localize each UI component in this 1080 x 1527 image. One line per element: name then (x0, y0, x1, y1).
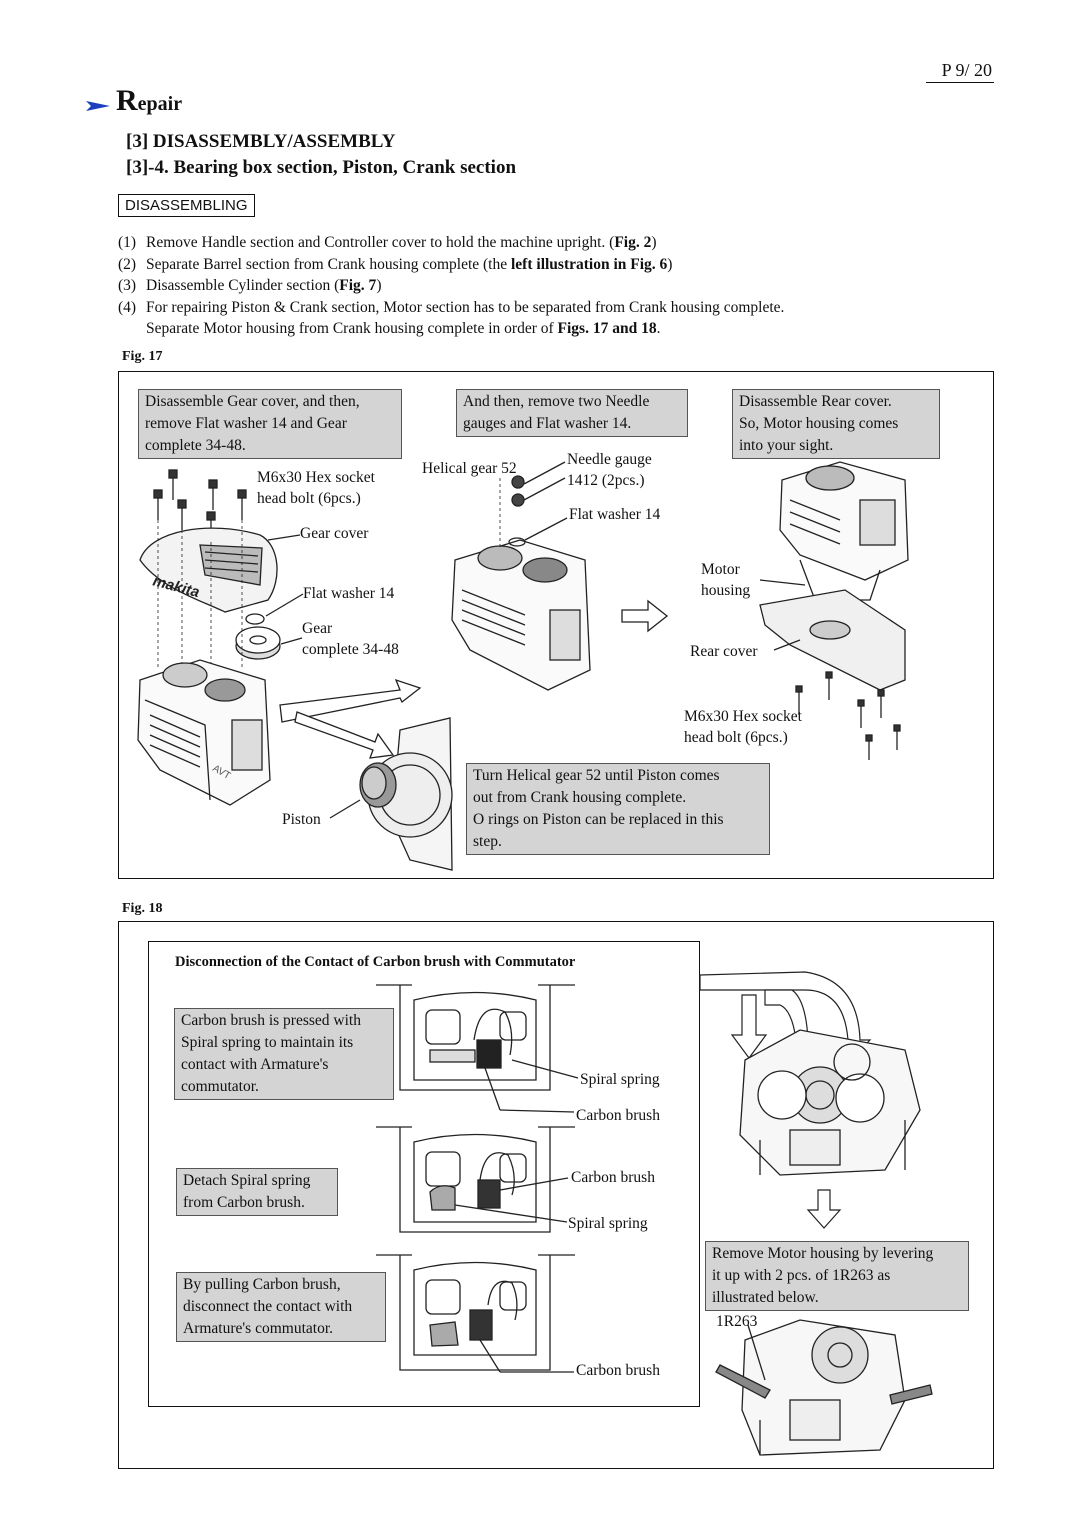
piston-closeup-icon (329, 717, 453, 871)
brush-holder-detached-icon (376, 1126, 575, 1233)
page-subtitle: [3]-4. Bearing box section, Piston, Cran… (126, 157, 517, 178)
label-flat-washer-mid: Flat washer 14 (569, 506, 661, 523)
down-arrow-icon (806, 1189, 842, 1229)
label-tool-1r263: 1R263 (716, 1313, 758, 1330)
step-item: Separate Motor housing from Crank housin… (146, 320, 661, 337)
fig17-note-gear-cover: Disassemble Gear cover, and then,remove … (138, 389, 402, 459)
step-item: (4)For repairing Piston & Crank section,… (118, 298, 785, 316)
next-step-arrow-icon (621, 599, 669, 633)
arrow-right-icon (86, 101, 110, 111)
label-spiral-spring-2: Spiral spring (568, 1215, 648, 1232)
label-gear-cover: Gear cover (300, 525, 369, 542)
fig17-frame (118, 371, 994, 879)
label-rear-cover: Rear cover (690, 643, 758, 660)
step-item: (3)Disassemble Cylinder section (Fig. 7) (118, 277, 382, 294)
fig18-subheading: Disconnection of the Contact of Carbon b… (175, 954, 576, 970)
section-heading: Repair (86, 86, 182, 119)
gear-complete-icon (235, 626, 303, 660)
process-arrows-icon (279, 678, 422, 759)
fig18-frame (118, 921, 994, 1469)
crank-housing-left-icon: AVT (137, 659, 271, 806)
page-number: P 9/ 20 (926, 60, 994, 83)
motor-housing-assembly-icon (759, 461, 909, 760)
brush-holder-pressed-icon (376, 984, 579, 1113)
motor-housing-top-icon (739, 1029, 921, 1176)
step-item: (2)Separate Barrel section from Crank ho… (118, 255, 673, 273)
section-initial: R (116, 84, 138, 117)
label-helical-gear: Helical gear 52 (422, 460, 517, 477)
label-spiral-spring-1: Spiral spring (580, 1071, 660, 1088)
flat-washer-icon (245, 613, 265, 625)
instruction-steps: (1)Remove Handle section and Controller … (118, 232, 1018, 340)
crank-housing-middle-icon (451, 461, 591, 691)
fig17-note-rear-cover: Disassemble Rear cover.So, Motor housing… (732, 389, 940, 459)
fig18-label: Fig. 18 (122, 901, 163, 916)
hex-bolts-left-icon (153, 469, 247, 542)
fig18-note-pull: By pulling Carbon brush,disconnect the c… (176, 1272, 386, 1342)
page-title: [3] DISASSEMBLY/ASSEMBLY (126, 131, 396, 152)
disassembling-tag: DISASSEMBLING (118, 194, 255, 217)
section-rest: epair (137, 93, 183, 115)
fig17-label: Fig. 17 (122, 349, 163, 364)
label-flat-washer-left: Flat washer 14 (303, 585, 395, 602)
brush-holder-pulled-icon (376, 1254, 575, 1373)
fig18-inner-frame (148, 941, 700, 1407)
label-carbon-brush-1: Carbon brush (576, 1107, 660, 1124)
label-piston: Piston (282, 811, 321, 828)
step-item: (1)Remove Handle section and Controller … (118, 234, 657, 251)
motor-housing-lever-icon (715, 1319, 933, 1456)
label-carbon-brush-3: Carbon brush (576, 1362, 660, 1379)
section-title: Repair (116, 86, 182, 119)
gear-cover-icon: makita (139, 527, 301, 613)
label-carbon-brush-2: Carbon brush (571, 1169, 655, 1186)
